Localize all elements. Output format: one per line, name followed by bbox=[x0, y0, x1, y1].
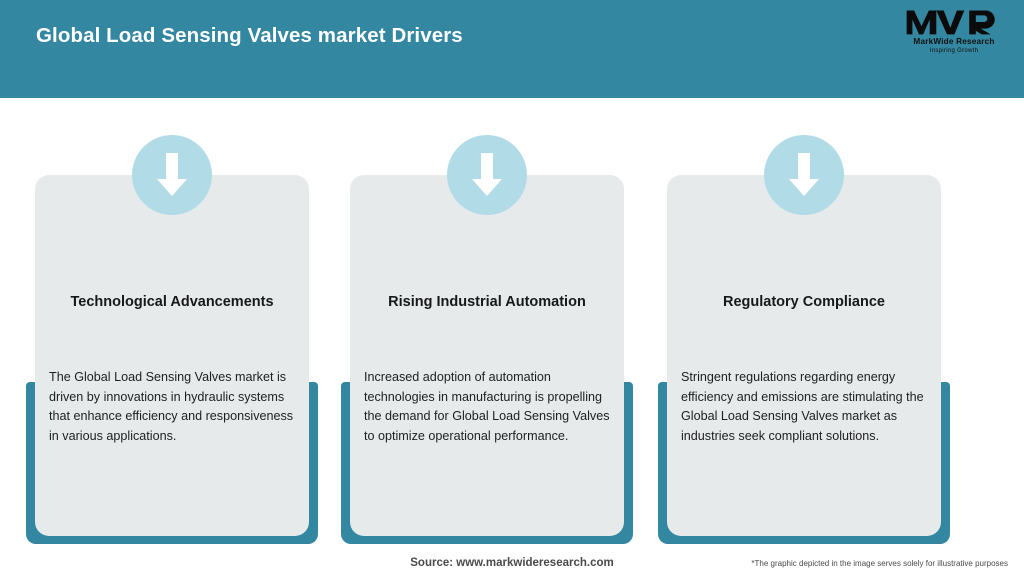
driver-card-2[interactable]: Rising Industrial Automation Increased a… bbox=[341, 135, 633, 545]
card-surface: Regulatory Compliance Stringent regulati… bbox=[667, 175, 941, 536]
arrow-down-icon bbox=[764, 135, 844, 215]
arrow-down-icon bbox=[447, 135, 527, 215]
card-title: Technological Advancements bbox=[70, 294, 274, 310]
card-title: Rising Industrial Automation bbox=[388, 294, 586, 310]
card-body-text: The Global Load Sensing Valves market is… bbox=[49, 370, 294, 443]
driver-card-3[interactable]: Regulatory Compliance Stringent regulati… bbox=[658, 135, 950, 545]
card-surface: Rising Industrial Automation Increased a… bbox=[350, 175, 624, 536]
page-title: Global Load Sensing Valves market Driver… bbox=[36, 24, 463, 47]
disclaimer-label: *The graphic depicted in the image serve… bbox=[751, 559, 1008, 568]
card-title: Regulatory Compliance bbox=[723, 294, 885, 310]
page-header: Global Load Sensing Valves market Driver… bbox=[0, 0, 1024, 98]
arrow-down-glyph bbox=[157, 153, 187, 196]
arrow-down-glyph bbox=[472, 153, 502, 196]
card-body-text: Increased adoption of automation technol… bbox=[364, 370, 610, 443]
source-label: Source: www.markwideresearch.com bbox=[410, 557, 614, 569]
mwr-logo-icon bbox=[906, 10, 995, 35]
brand-logo: MarkWide Research Inspiring Growth bbox=[898, 8, 1010, 60]
arrow-down-glyph bbox=[789, 153, 819, 196]
logo-tagline: Inspiring Growth bbox=[929, 48, 979, 54]
driver-card-1[interactable]: Technological Advancements The Global Lo… bbox=[26, 135, 318, 545]
logo-company-name: MarkWide Research bbox=[913, 37, 995, 46]
arrow-down-icon bbox=[132, 135, 212, 215]
card-body-text: Stringent regulations regarding energy e… bbox=[681, 370, 924, 443]
card-surface: Technological Advancements The Global Lo… bbox=[35, 175, 309, 536]
